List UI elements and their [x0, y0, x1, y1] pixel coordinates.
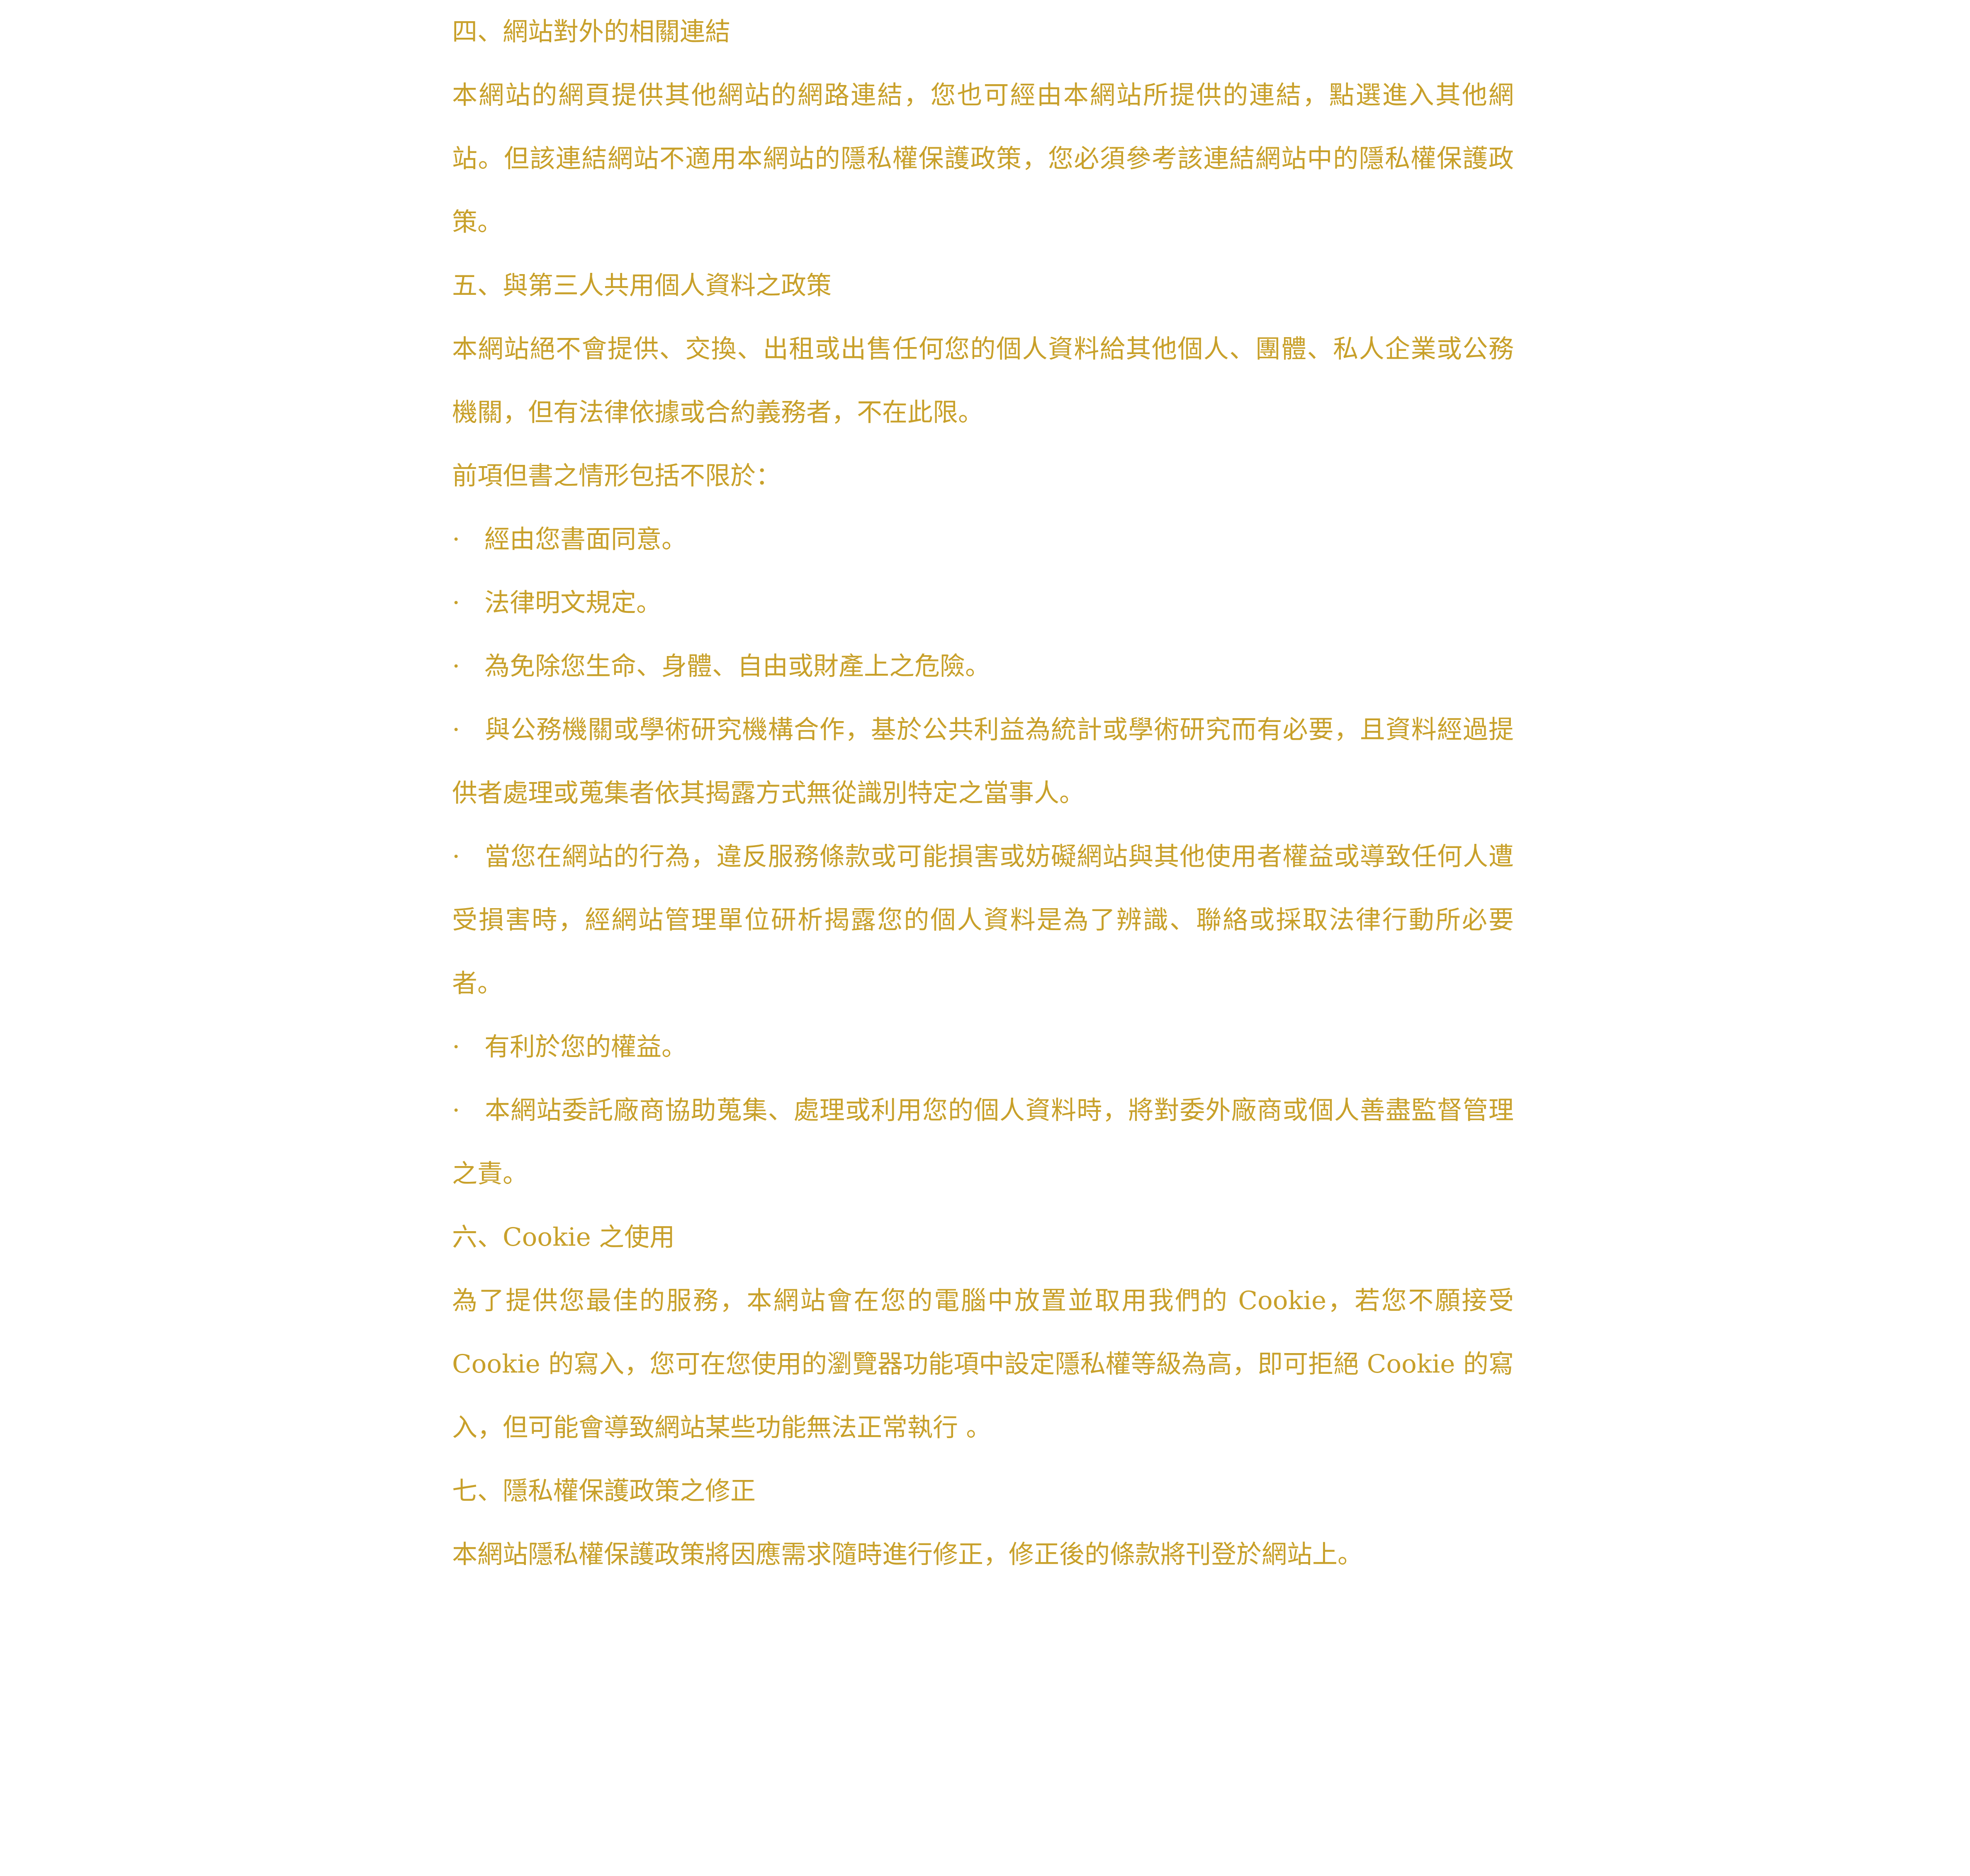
paragraph-third-party: 本網站絕不會提供、交換、出租或出售任何您的個人資料給其他個人、團體、私人企業或公… [452, 334, 1514, 427]
list-item: ·與公務機關或學術研究機構合作，基於公共利益為統計或學術研究而有必要，且資料經過… [452, 698, 1514, 825]
list-item: ·本網站委託廠商協助蒐集、處理或利用您的個人資料時，將對委外廠商或個人善盡監督管… [452, 1079, 1514, 1205]
list-item-text: 與公務機關或學術研究機構合作，基於公共利益為統計或學術研究而有必要，且資料經過提… [452, 715, 1514, 808]
list-item-text: 為免除您生命、身體、自由或財產上之危險。 [484, 651, 991, 681]
policy-content: 四、網站對外的相關連結 本網站的網頁提供其他網站的網路連結，您也可經由本網站所提… [452, 0, 1514, 1586]
paragraph-cookie: 為了提供您最佳的服務，本網站會在您的電腦中放置並取用我們的 Cookie，若您不… [452, 1286, 1514, 1442]
bullet-icon: · [452, 588, 460, 617]
paragraph-links: 本網站的網頁提供其他網站的網路連結，您也可經由本網站所提供的連結，點選進入其他網… [452, 80, 1514, 237]
list-item-text: 有利於您的權益。 [484, 1032, 687, 1062]
list-item-text: 本網站委託廠商協助蒐集、處理或利用您的個人資料時，將對委外廠商或個人善盡監督管理… [452, 1096, 1514, 1188]
bullet-icon: · [452, 1096, 460, 1125]
section-heading-links: 四、網站對外的相關連結 [452, 17, 731, 46]
list-item: · 法律明文規定。 [452, 571, 1514, 634]
bullet-icon: · [452, 1032, 460, 1062]
section-heading-revision: 七、隱私權保護政策之修正 [452, 1476, 756, 1506]
list-item: ·當您在網站的行為，違反服務條款或可能損害或妨礙網站與其他使用者權益或導致任何人… [452, 825, 1514, 1015]
paragraph-revision: 本網站隱私權保護政策將因應需求隨時進行修正，修正後的條款將刊登於網站上。 [452, 1540, 1363, 1569]
section-heading-third-party: 五、與第三人共用個人資料之政策 [452, 271, 832, 300]
bullet-icon: · [452, 842, 460, 871]
paragraph-exceptions-intro: 前項但書之情形包括不限於： [452, 461, 781, 491]
bullet-icon: · [452, 525, 460, 554]
list-item-text: 經由您書面同意。 [484, 525, 687, 554]
list-item: · 為免除您生命、身體、自由或財產上之危險。 [452, 634, 1514, 698]
list-item-text: 當您在網站的行為，違反服務條款或可能損害或妨礙網站與其他使用者權益或導致任何人遭… [452, 842, 1514, 998]
section-heading-cookie: 六、Cookie 之使用 [452, 1222, 675, 1252]
list-item: · 經由您書面同意。 [452, 508, 1514, 571]
bullet-icon: · [452, 715, 460, 744]
list-item: · 有利於您的權益。 [452, 1015, 1514, 1079]
list-item-text: 法律明文規定。 [484, 588, 662, 617]
bullet-icon: · [452, 651, 460, 681]
